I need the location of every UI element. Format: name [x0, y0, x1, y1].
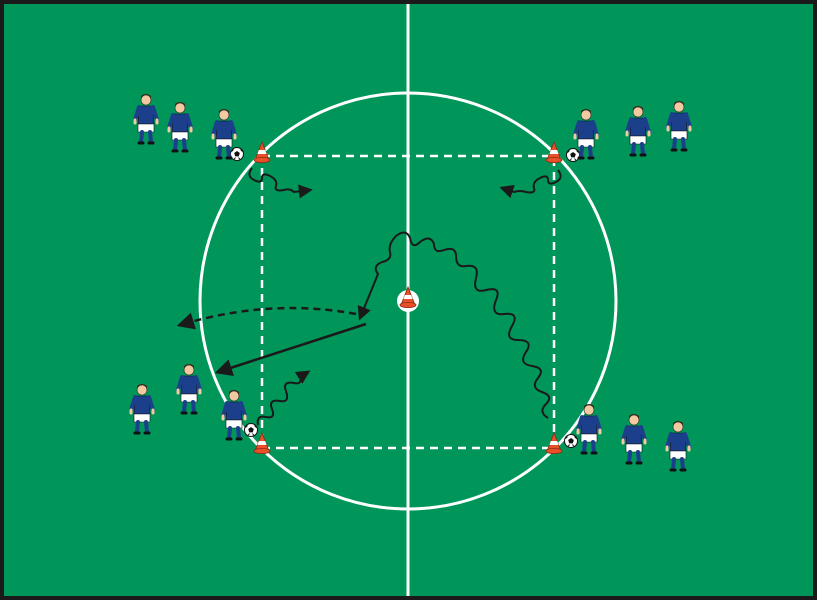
ball-bottom-right	[564, 434, 578, 448]
center-circle	[198, 91, 618, 511]
dribble-path-bottom-right-to-center	[357, 231, 551, 419]
dribble-arrow-bottom-left	[256, 370, 311, 426]
ball-top-left	[230, 147, 244, 161]
ball-top-right	[566, 148, 580, 162]
pass-arrow-dashed	[176, 306, 357, 330]
dashed-square	[260, 154, 556, 450]
dribble-arrow-top-right	[499, 169, 562, 199]
pass-arrow-solid	[214, 322, 367, 377]
dribble-arrow-top-left	[248, 167, 313, 199]
ball-bottom-left	[244, 423, 258, 437]
